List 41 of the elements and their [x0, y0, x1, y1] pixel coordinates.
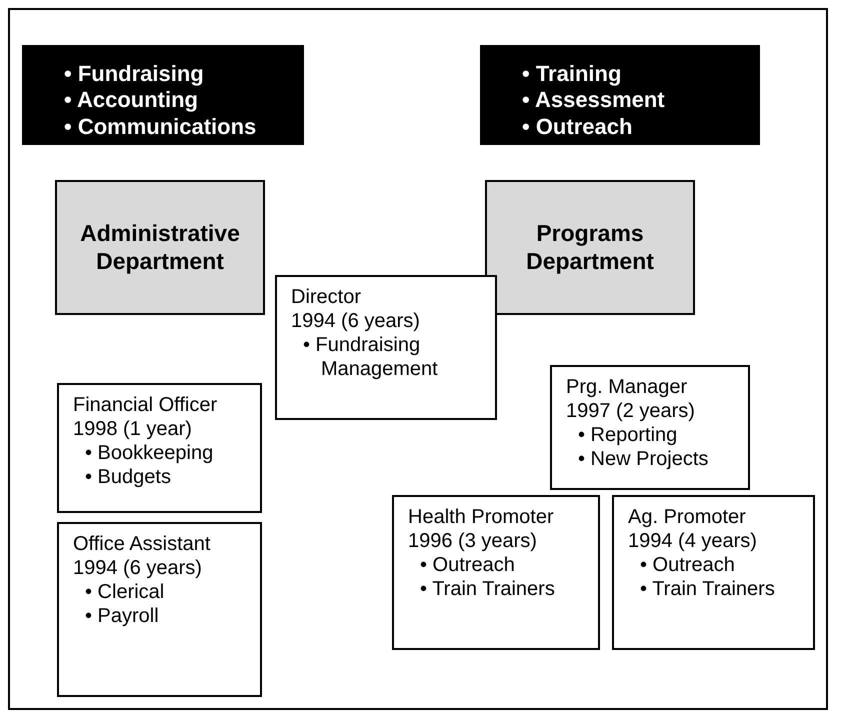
- department-box: [55, 180, 265, 315]
- bullet-item: • Outreach: [419, 553, 516, 577]
- bullet-item: • Training: [521, 61, 622, 88]
- bullet-item: • Clerical: [84, 580, 166, 604]
- job-title: Office Assistant: [73, 532, 212, 556]
- staff-box: [392, 495, 600, 650]
- bullet-item: • Fundraising: [63, 61, 205, 88]
- bullet-item: • Bookkeeping: [84, 441, 214, 465]
- task-list-box: [480, 45, 760, 145]
- bullet-item: • Outreach: [521, 114, 634, 140]
- department-name: Programs Department: [525, 220, 655, 276]
- job-title: Health Promoter: [408, 505, 555, 529]
- bullet-item: • Assessment: [521, 87, 666, 114]
- bullet-item: • Accounting: [63, 87, 199, 114]
- bullet-item: • Payroll: [84, 604, 160, 628]
- start-year: 1997 (2 years): [566, 399, 696, 423]
- bullet-item: • Communications: [63, 114, 258, 140]
- staff-box: [57, 383, 262, 513]
- bullet-item: • Reporting: [577, 423, 678, 447]
- start-year: 1998 (1 year): [73, 417, 193, 441]
- bullet-item: • New Projects: [577, 447, 710, 471]
- job-title: Financial Officer: [73, 393, 218, 417]
- department-box: [485, 180, 695, 315]
- start-year: 1994 (4 years): [628, 529, 758, 553]
- task-list-box: [22, 45, 304, 145]
- job-title: Director: [291, 285, 362, 309]
- bullet-item: • Outreach: [639, 553, 736, 577]
- job-title: Prg. Manager: [566, 375, 688, 399]
- bullet-item: • Fundraising Management: [302, 333, 439, 381]
- bullet-item: • Budgets: [84, 465, 172, 489]
- start-year: 1994 (6 years): [291, 309, 421, 333]
- staff-box: [275, 275, 497, 420]
- job-title: Ag. Promoter: [628, 505, 747, 529]
- staff-box: [612, 495, 815, 650]
- bullet-item: • Train Trainers: [639, 577, 776, 601]
- department-name: Administrative Department: [79, 220, 241, 276]
- bullet-item: • Train Trainers: [419, 577, 556, 601]
- staff-box: [57, 522, 262, 697]
- start-year: 1994 (6 years): [73, 556, 203, 580]
- staff-box: [550, 365, 750, 490]
- start-year: 1996 (3 years): [408, 529, 538, 553]
